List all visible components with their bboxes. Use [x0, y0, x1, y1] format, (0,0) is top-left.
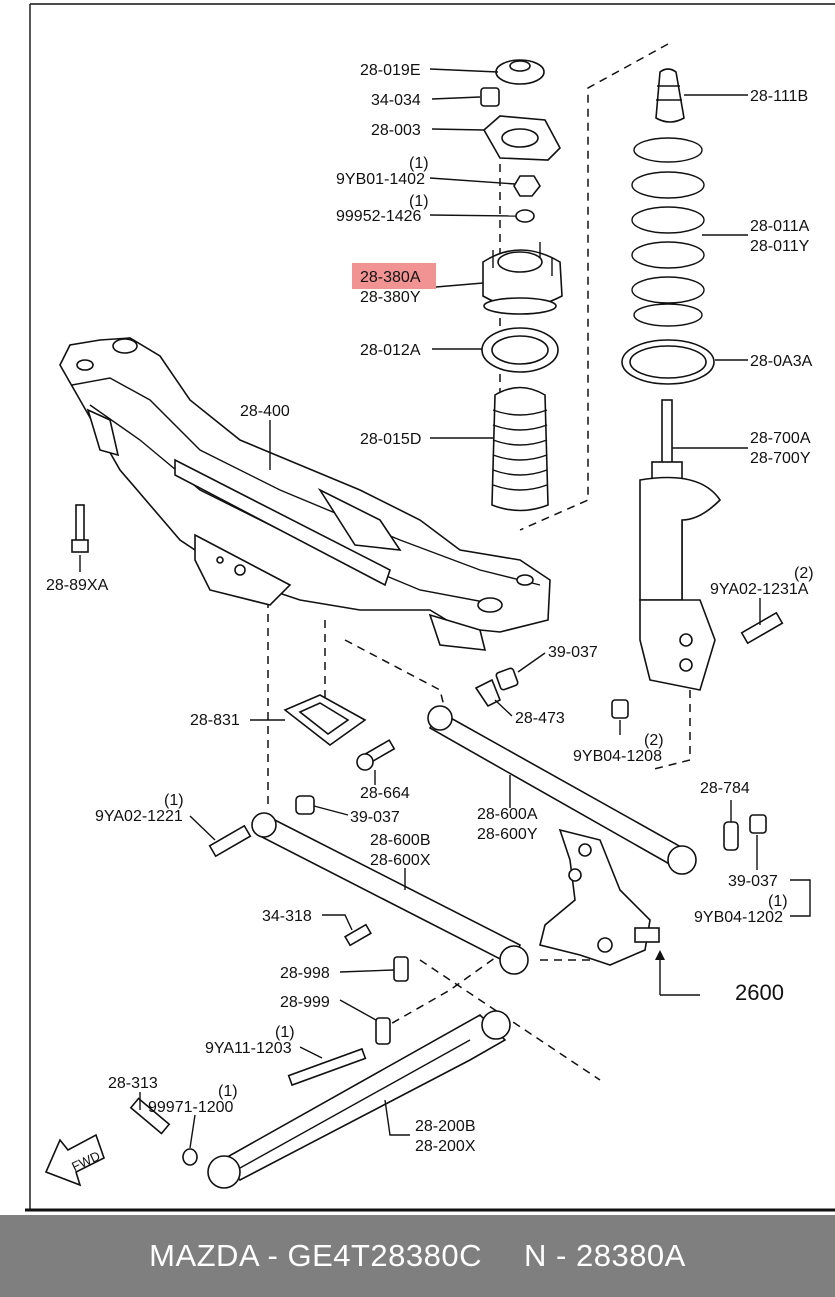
label-39-037-b: 39-037 [350, 809, 400, 826]
label-28-473: 28-473 [515, 710, 565, 727]
lateral-link-28-600b [251, 812, 529, 975]
label-28-200x: 28-200X [415, 1138, 476, 1155]
label-qty-1a: (1) [409, 155, 429, 172]
label-28-700a: 28-700A [750, 430, 811, 447]
label-28-89xa: 28-89XA [46, 577, 109, 594]
label-28-600b: 28-600B [370, 832, 431, 849]
bolt-28-89xa [71, 504, 89, 553]
upper-mount-parts [480, 59, 563, 512]
label-9yb04-1202: 9YB04-1202 [694, 909, 783, 926]
label-28-600x: 28-600X [370, 852, 431, 869]
label-2600: 2600 [735, 980, 784, 1005]
footer-n-number: N - 28380A [524, 1238, 686, 1273]
label-qty-1f: (1) [218, 1083, 238, 1100]
label-34-034: 34-034 [371, 92, 421, 109]
label-99952-1426: 99952-1426 [336, 208, 422, 225]
label-28-111b: 28-111B [750, 88, 808, 105]
label-28-664: 28-664 [360, 785, 410, 802]
trailing-link-28-200b [207, 1010, 511, 1189]
label-28-003: 28-003 [371, 122, 421, 139]
knuckle-2600 [539, 828, 700, 996]
label-28-012a: 28-012A [360, 342, 421, 359]
label-9yb01-1402: 9YB01-1402 [336, 171, 425, 188]
exploded-parts-diagram: FWD 28-019E 34-034 28-003 (1) 9YB01-1402… [25, 3, 835, 1212]
label-qty-2a: (2) [794, 565, 814, 582]
part-highlight [352, 263, 436, 289]
label-34-318: 34-318 [262, 908, 312, 925]
label-28-999: 28-999 [280, 994, 330, 1011]
label-28-200b: 28-200B [415, 1118, 476, 1135]
label-28-0a3a: 28-0A3A [750, 353, 813, 370]
label-28-380a: 28-380A [360, 269, 421, 286]
label-39-037-a: 39-037 [548, 644, 598, 661]
label-28-313: 28-313 [108, 1075, 158, 1092]
part-labels: 28-019E 34-034 28-003 (1) 9YB01-1402 (1)… [46, 62, 814, 1155]
fwd-arrow-icon: FWD [44, 1133, 105, 1187]
label-qty-2b: (2) [644, 732, 664, 749]
footer-brand-part: MAZDA - GE4T28380C [149, 1238, 483, 1273]
hardware-parts [129, 611, 784, 1166]
crossmember [59, 337, 551, 651]
label-9ya02-1221: 9YA02-1221 [95, 808, 183, 825]
spring-strut-parts [621, 68, 722, 691]
lateral-link-28-600a [427, 705, 697, 875]
label-9ya02-1231a: 9YA02-1231A [710, 581, 809, 598]
label-28-831: 28-831 [190, 712, 240, 729]
label-28-380y: 28-380Y [360, 289, 421, 306]
label-28-400: 28-400 [240, 403, 290, 420]
label-qty-1b: (1) [409, 193, 429, 210]
label-39-037-c: 39-037 [728, 873, 778, 890]
label-28-600a: 28-600A [477, 806, 538, 823]
label-28-700y: 28-700Y [750, 450, 811, 467]
part-number-footer: MAZDA - GE4T28380C N - 28380A [0, 1215, 835, 1297]
label-28-600y: 28-600Y [477, 826, 538, 843]
label-28-019e: 28-019E [360, 62, 421, 79]
label-9ya11-1203: 9YA11-1203 [205, 1040, 292, 1057]
label-28-011y: 28-011Y [750, 238, 810, 255]
label-28-015d: 28-015D [360, 431, 421, 448]
label-qty-1d: (1) [768, 893, 788, 910]
label-28-998: 28-998 [280, 965, 330, 982]
label-28-784: 28-784 [700, 780, 750, 797]
label-qty-1c: (1) [164, 792, 184, 809]
bracket-28-831 [283, 694, 367, 746]
label-99971-1200: 99971-1200 [148, 1099, 234, 1116]
label-28-011a: 28-011A [750, 218, 810, 235]
leader-lines [79, 68, 811, 1149]
label-9yb04-1208: 9YB04-1208 [573, 748, 662, 765]
label-qty-1e: (1) [275, 1024, 295, 1041]
